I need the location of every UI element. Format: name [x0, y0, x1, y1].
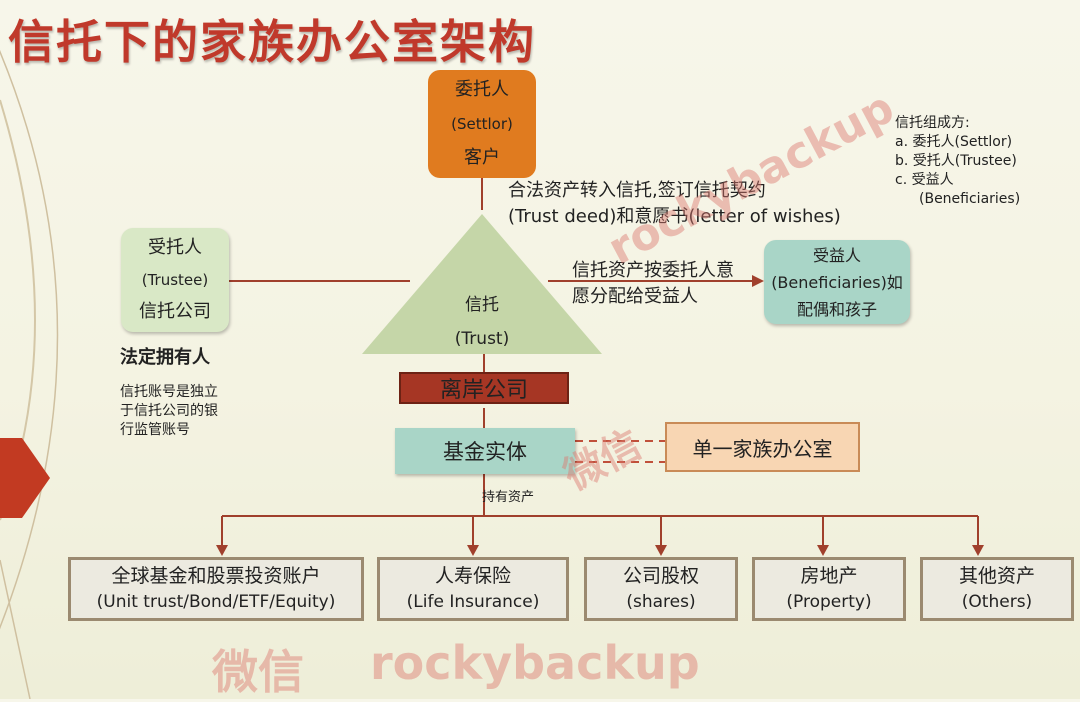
holds-assets-label: 持有资产	[482, 490, 535, 505]
arrowhead	[216, 545, 228, 556]
legend-item-c-english: (Beneficiaries)	[919, 191, 1021, 207]
account-note: 信托账号是独立 于信托公司的银 行监管账号	[120, 383, 218, 440]
account-note-line3: 行监管账号	[120, 422, 190, 438]
asset-sublabel: (shares)	[626, 592, 696, 612]
asset-box-property: 房地产 (Property)	[752, 557, 906, 621]
decor-curve	[0, 50, 59, 630]
asset-sublabel: (Others)	[961, 592, 1033, 612]
asset-box-others: 其他资产 (Others)	[920, 557, 1074, 621]
settlor-label: 委托人	[455, 79, 509, 100]
legend-item-c: c. 受益人	[895, 172, 954, 188]
legend-item-a: a. 委托人(Settlor)	[895, 134, 1013, 150]
watermark-wechat: 微信	[212, 645, 304, 699]
asset-box-shares: 公司股权 (shares)	[584, 557, 738, 621]
trust-label: 信托	[465, 295, 499, 315]
distribute-note: 信托资产按委托人意 愿分配给受益人	[572, 258, 734, 310]
distribute-note-line1: 信托资产按委托人意	[572, 260, 734, 281]
transfer-note: 合法资产转入信托,签订信托契约 (Trust deed)和意愿书(letter …	[508, 178, 841, 230]
trust-node: 信托 (Trust)	[432, 288, 532, 356]
asset-label: 人寿保险	[434, 565, 511, 587]
decor-arrow-shape	[0, 438, 50, 518]
asset-sublabel: (Unit trust/Bond/ETF/Equity)	[96, 592, 336, 612]
trust-english: (Trust)	[454, 329, 510, 349]
legal-owner-label: 法定拥有人	[120, 347, 210, 368]
legend-item-b: b. 受托人(Trustee)	[895, 153, 1017, 169]
asset-label: 全球基金和股票投资账户	[111, 565, 321, 587]
trustee-node: 受托人 (Trustee) 信托公司	[121, 228, 229, 332]
watermark-rockybackup: rockybackup	[370, 636, 700, 690]
trustee-english: (Trustee)	[141, 271, 209, 289]
beneficiaries-label: 受益人	[812, 245, 861, 265]
transfer-note-line2: (Trust deed)和意愿书(letter of wishes)	[508, 206, 841, 227]
arrowhead	[972, 545, 984, 556]
arrowhead	[752, 275, 764, 287]
account-note-line2: 于信托公司的银	[120, 403, 218, 419]
asset-box-fund-equity: 全球基金和股票投资账户 (Unit trust/Bond/ETF/Equity)	[68, 557, 364, 621]
fund-entity-node: 基金实体	[395, 428, 575, 474]
arrowhead	[655, 545, 667, 556]
arrowhead	[467, 545, 479, 556]
page-title: 信托下的家族办公室架构	[8, 15, 536, 69]
trust-triangle	[362, 214, 602, 354]
asset-sublabel: (Life Insurance)	[406, 592, 540, 612]
beneficiaries-node: 受益人 (Beneficiaries)如 配偶和孩子	[764, 240, 910, 324]
asset-label: 公司股权	[622, 565, 699, 587]
settlor-english: (Settlor)	[451, 115, 513, 133]
decor-curve	[0, 559, 31, 699]
asset-label: 房地产	[800, 565, 858, 587]
distribute-note-line2: 愿分配给受益人	[572, 286, 698, 307]
beneficiaries-english: (Beneficiaries)如	[771, 272, 903, 292]
transfer-note-line1: 合法资产转入信托,签订信托契约	[508, 180, 766, 201]
asset-box-life-insurance: 人寿保险 (Life Insurance)	[377, 557, 569, 621]
settlor-node: 委托人 (Settlor) 客户	[428, 70, 536, 178]
asset-sublabel: (Property)	[786, 592, 872, 612]
trustee-label: 受托人	[148, 237, 202, 258]
legend-heading: 信托组成方:	[895, 115, 970, 131]
offshore-company-node: 离岸公司	[399, 372, 569, 404]
trustee-company: 信托公司	[139, 301, 211, 322]
beneficiaries-examples: 配偶和孩子	[796, 299, 877, 319]
settlor-client: 客户	[464, 147, 500, 168]
arrowhead	[817, 545, 829, 556]
parties-legend: 信托组成方: a. 委托人(Settlor) b. 受托人(Trustee) c…	[895, 114, 1020, 209]
account-note-line1: 信托账号是独立	[120, 384, 218, 400]
asset-label: 其他资产	[958, 565, 1035, 587]
single-family-office-node: 单一家族办公室	[665, 422, 860, 472]
